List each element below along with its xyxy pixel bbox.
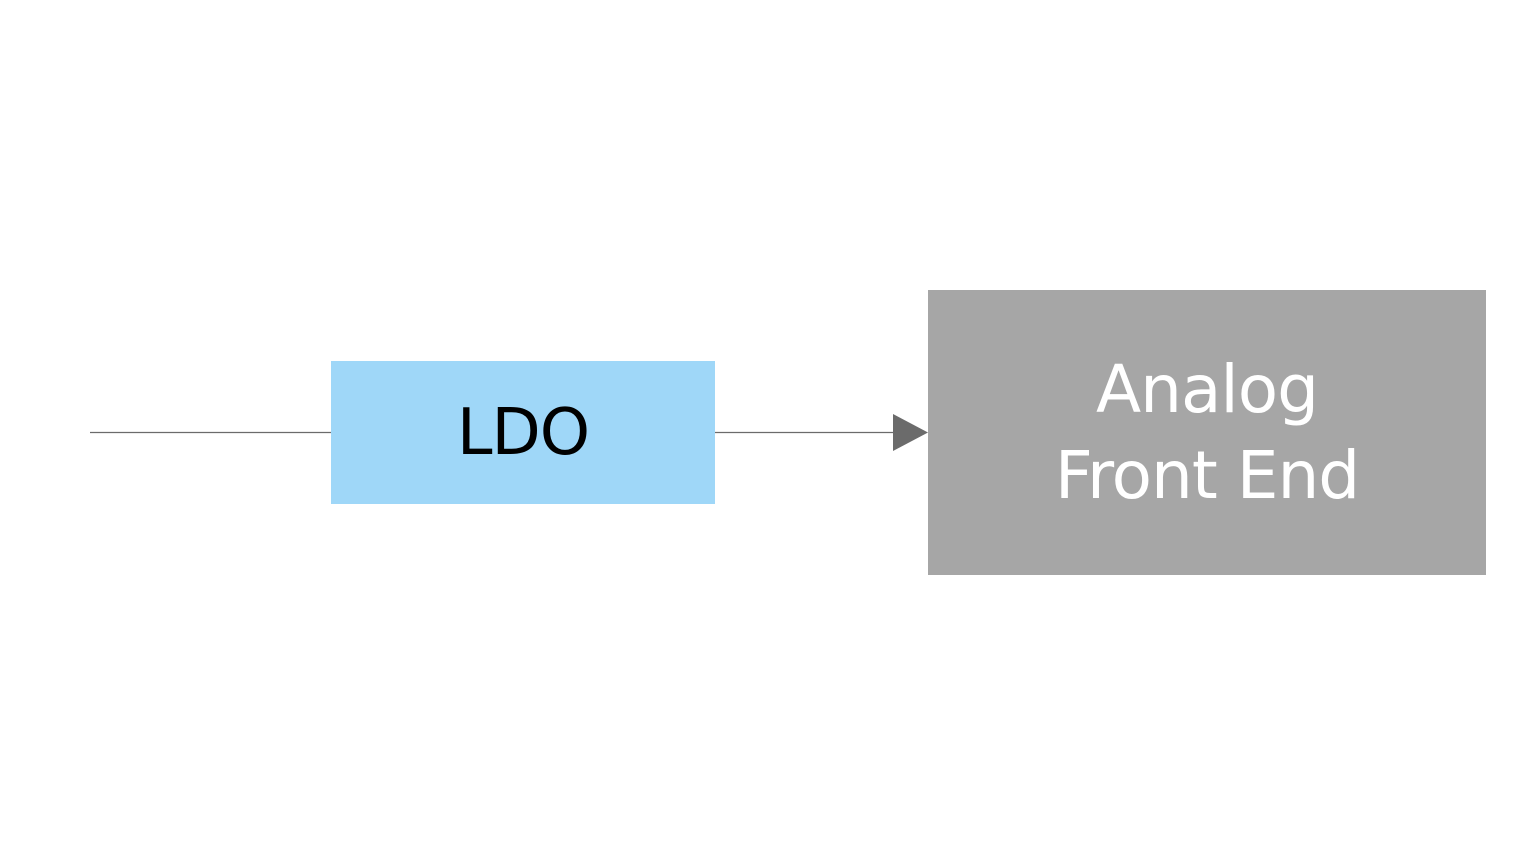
arrowhead-icon — [893, 414, 928, 451]
analog-front-end-block: Analog Front End — [928, 290, 1486, 575]
ldo-block: LDO — [331, 361, 715, 504]
afe-label-line2: Front End — [1054, 436, 1360, 514]
afe-label-line1: Analog — [1095, 350, 1319, 428]
ldo-label: LDO — [456, 395, 590, 470]
